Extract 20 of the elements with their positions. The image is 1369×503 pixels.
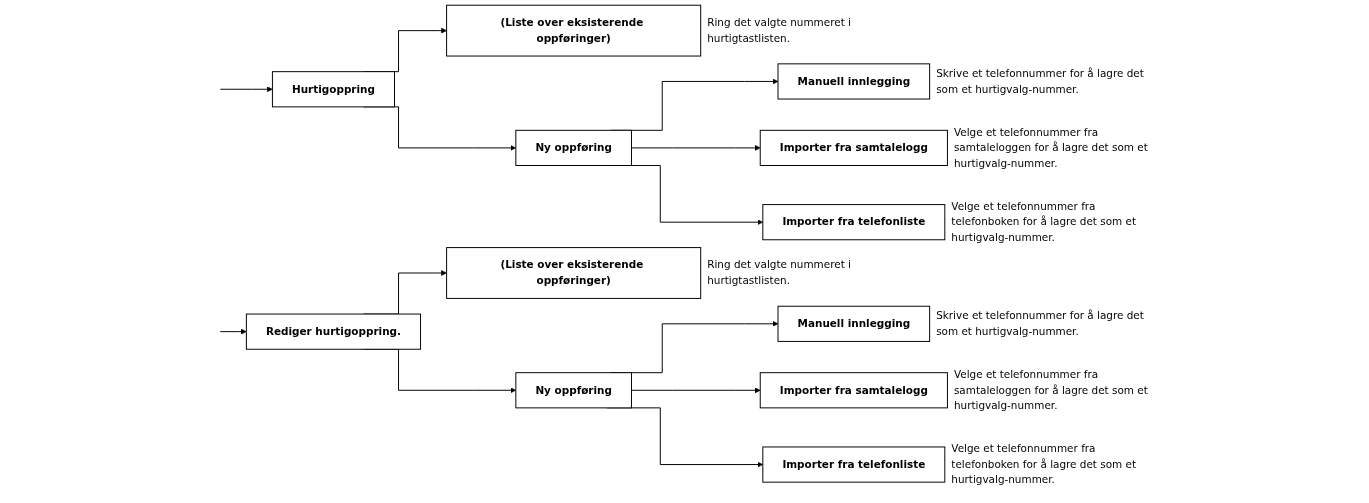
node-box: Importer fra telefonliste [762, 204, 945, 241]
node-label: Velge et telefonnummer fra telefonboken for å lagre det som et hurtigvalg-nummer. [950, 200, 1136, 244]
node-box: Importer fra samtalelogg [759, 372, 948, 409]
node-box: Ny oppføring [515, 129, 632, 166]
node-label: Velge et telefonnummer fra telefonboken for å lagre det som et hurtigvalg-nummer. [950, 442, 1136, 487]
node-box: Manuell innlegging [777, 63, 930, 100]
node-label: Skrive et telefonnummer for å lagre det som et hurtigvalg-nummer. [935, 67, 1144, 96]
node-label: Velge et telefonnummer fra samtaleloggen for å lagre det som et hurtigvalg-nummer. [953, 125, 1148, 170]
node-label: Ring det valgte nummeret i hurtigtastlisten. [706, 16, 851, 45]
node-box: (Liste over eksisterende oppføringer) [445, 247, 701, 299]
node-box: Ny oppføring [515, 372, 632, 409]
node-box: (Liste over eksisterende oppføringer) [445, 4, 701, 57]
node-label: Velge et telefonnummer fra samtaleloggen for å lagre det som et hurtigvalg-nummer. [953, 368, 1148, 412]
node-box: Importer fra samtalelogg [759, 129, 948, 166]
node-label: Ring det valgte nummeret i hurtigtastlisten. [706, 258, 851, 287]
node-box: Hurtigoppring [271, 71, 395, 108]
node-label: Skrive et telefonnummer for å lagre det som et hurtigvalg-nummer. [935, 309, 1144, 338]
node-box: Importer fra telefonliste [762, 446, 945, 483]
node-box: Rediger hurtigoppring. [245, 313, 421, 350]
node-box: Manuell innlegging [777, 305, 930, 342]
